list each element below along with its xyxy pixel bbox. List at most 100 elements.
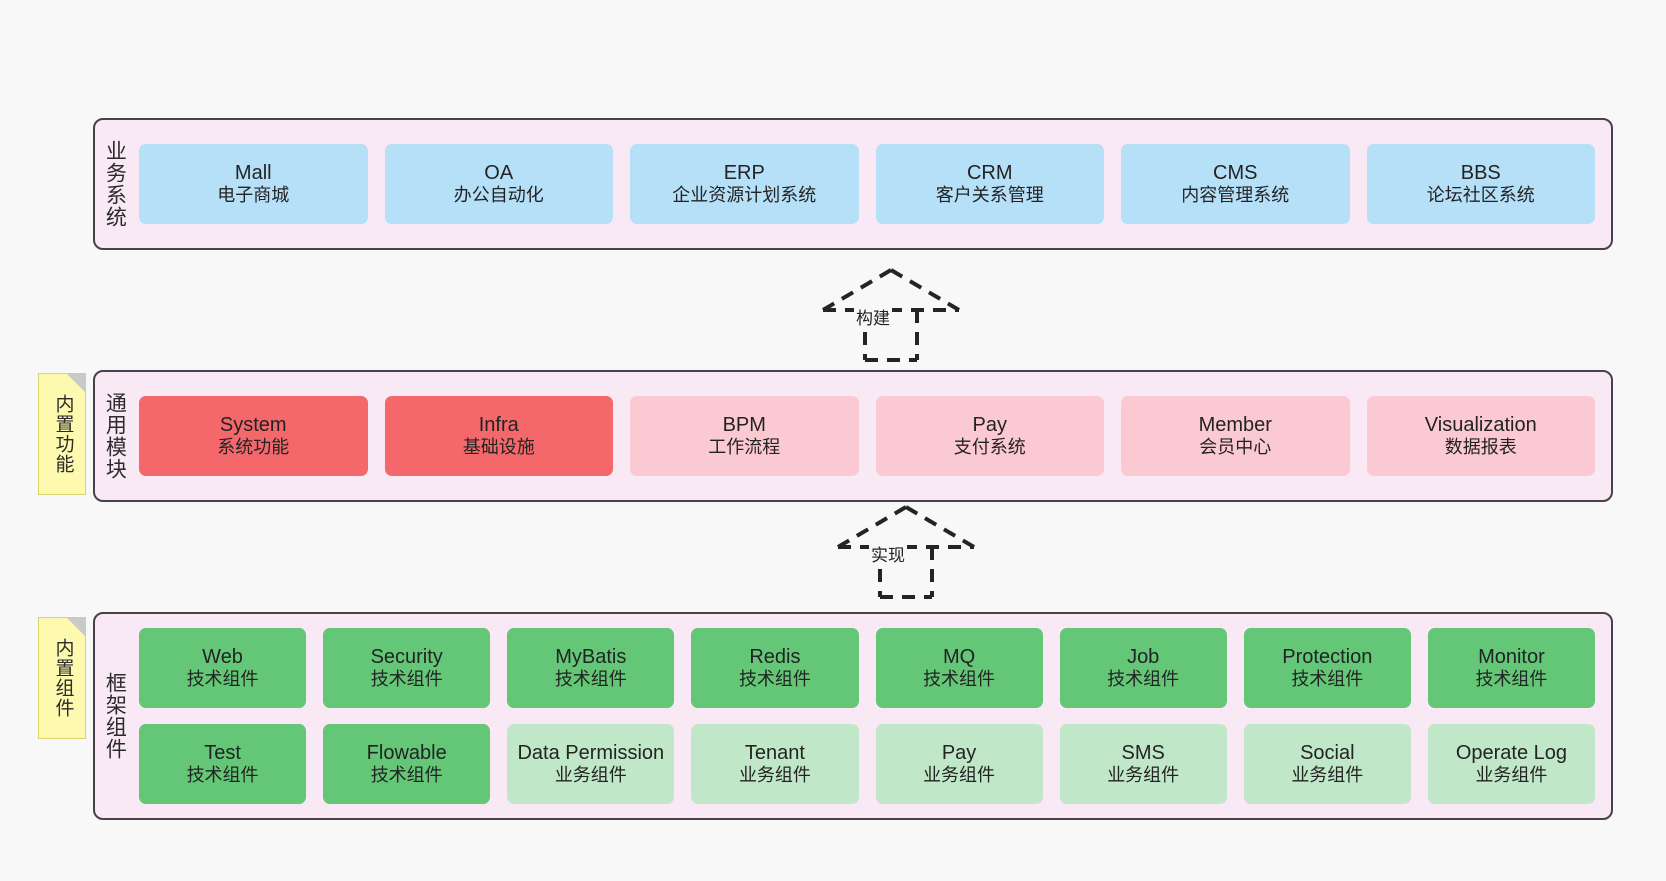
layer-business-systems: 业务系统 Mall 电子商城 OA 办公自动化 ERP 企业资源计划系统 CRM… — [93, 118, 1613, 250]
note-label: 内置组件 — [52, 638, 74, 718]
card-mybatis[interactable]: MyBatis 技术组件 — [507, 628, 675, 708]
card-title: Mall — [234, 161, 272, 184]
card-infra[interactable]: Infra 基础设施 — [384, 396, 613, 476]
card-tenant[interactable]: Tenant 业务组件 — [691, 724, 859, 804]
card-social[interactable]: Social 业务组件 — [1243, 724, 1411, 804]
card-test[interactable]: Test 技术组件 — [139, 724, 307, 804]
card-subtitle: 企业资源计划系统 — [672, 185, 817, 206]
card-title: BPM — [722, 413, 766, 436]
card-title: Pay — [972, 413, 1007, 436]
card-subtitle: 内容管理系统 — [1181, 185, 1290, 206]
card-subtitle: 基础设施 — [462, 437, 535, 458]
card-subtitle: 业务组件 — [554, 765, 627, 786]
card-title: Operate Log — [1455, 741, 1568, 764]
note-fold-icon — [67, 374, 85, 392]
card-subtitle: 业务组件 — [923, 765, 996, 786]
card-subtitle: 技术组件 — [1475, 669, 1548, 690]
card-title: MyBatis — [555, 645, 627, 668]
card-title: ERP — [723, 161, 765, 184]
card-system[interactable]: System 系统功能 — [139, 396, 368, 476]
card-subtitle: 技术组件 — [554, 669, 627, 690]
card-cms[interactable]: CMS 内容管理系统 — [1121, 144, 1350, 224]
card-title: Infra — [478, 413, 519, 436]
card-subtitle: 技术组件 — [923, 669, 996, 690]
card-redis[interactable]: Redis 技术组件 — [691, 628, 859, 708]
card-web[interactable]: Web 技术组件 — [139, 628, 307, 708]
card-bbs[interactable]: BBS 论坛社区系统 — [1366, 144, 1595, 224]
note-fold-icon — [67, 618, 85, 636]
card-subtitle: 办公自动化 — [453, 185, 544, 206]
card-row: Mall 电子商城 OA 办公自动化 ERP 企业资源计划系统 CRM 客户关系… — [139, 144, 1595, 224]
card-sms[interactable]: SMS 业务组件 — [1059, 724, 1227, 804]
card-title: BBS — [1460, 161, 1501, 184]
card-bpm[interactable]: BPM 工作流程 — [630, 396, 859, 476]
card-title: Flowable — [366, 741, 447, 764]
card-title: CMS — [1213, 161, 1258, 184]
note-builtin-features: 内置功能 — [38, 373, 86, 495]
layer-framework-components: 框架组件 Web 技术组件 Security 技术组件 MyBatis 技术组件… — [93, 612, 1613, 820]
card-mall[interactable]: Mall 电子商城 — [139, 144, 368, 224]
card-visualization[interactable]: Visualization 数据报表 — [1366, 396, 1595, 476]
card-title: Security — [370, 645, 443, 668]
layer-body-framework-components: Web 技术组件 Security 技术组件 MyBatis 技术组件 Redi… — [133, 614, 1611, 818]
card-subtitle: 技术组件 — [186, 669, 259, 690]
card-protection[interactable]: Protection 技术组件 — [1243, 628, 1411, 708]
card-operate-log[interactable]: Operate Log 业务组件 — [1427, 724, 1595, 804]
card-subtitle: 客户关系管理 — [935, 185, 1044, 206]
card-member[interactable]: Member 会员中心 — [1121, 396, 1350, 476]
layer-title-framework-components: 框架组件 — [103, 672, 127, 760]
card-title: MQ — [942, 645, 976, 668]
card-crm[interactable]: CRM 客户关系管理 — [875, 144, 1104, 224]
card-subtitle: 业务组件 — [1475, 765, 1548, 786]
card-subtitle: 技术组件 — [370, 765, 443, 786]
card-pay-module[interactable]: Pay 支付系统 — [875, 396, 1104, 476]
layer-title-common-modules: 通用模块 — [103, 392, 127, 480]
card-data-permission[interactable]: Data Permission 业务组件 — [507, 724, 675, 804]
card-subtitle: 系统功能 — [217, 437, 290, 458]
connector-label-build: 构建 — [854, 304, 892, 329]
card-job[interactable]: Job 技术组件 — [1059, 628, 1227, 708]
connector-build: 构建 — [803, 268, 961, 362]
card-title: System — [219, 413, 287, 436]
card-subtitle: 会员中心 — [1199, 437, 1272, 458]
card-subtitle: 技术组件 — [1107, 669, 1180, 690]
layer-title-business-systems: 业务系统 — [103, 140, 127, 228]
card-subtitle: 业务组件 — [1291, 765, 1364, 786]
layer-body-business-systems: Mall 电子商城 OA 办公自动化 ERP 企业资源计划系统 CRM 客户关系… — [133, 120, 1611, 248]
card-title: Monitor — [1478, 645, 1545, 668]
card-title: Redis — [749, 645, 801, 668]
card-subtitle: 技术组件 — [186, 765, 259, 786]
card-subtitle: 电子商城 — [217, 185, 290, 206]
card-title: OA — [484, 161, 514, 184]
card-subtitle: 技术组件 — [738, 669, 811, 690]
layer-common-modules: 通用模块 System 系统功能 Infra 基础设施 BPM 工作流程 Pay… — [93, 370, 1613, 502]
card-oa[interactable]: OA 办公自动化 — [384, 144, 613, 224]
note-builtin-components: 内置组件 — [38, 617, 86, 739]
card-security[interactable]: Security 技术组件 — [323, 628, 491, 708]
connector-implement: 实现 — [818, 505, 976, 599]
card-mq[interactable]: MQ 技术组件 — [875, 628, 1043, 708]
card-title: Job — [1127, 645, 1160, 668]
card-title: Visualization — [1424, 413, 1537, 436]
card-title: SMS — [1121, 741, 1165, 764]
card-title: Member — [1198, 413, 1272, 436]
card-monitor[interactable]: Monitor 技术组件 — [1427, 628, 1595, 708]
card-subtitle: 数据报表 — [1444, 437, 1517, 458]
card-subtitle: 工作流程 — [708, 437, 781, 458]
card-subtitle: 业务组件 — [738, 765, 811, 786]
note-label: 内置功能 — [52, 394, 74, 474]
card-row: Web 技术组件 Security 技术组件 MyBatis 技术组件 Redi… — [139, 628, 1595, 708]
card-flowable[interactable]: Flowable 技术组件 — [323, 724, 491, 804]
card-title: Test — [204, 741, 241, 764]
card-subtitle: 技术组件 — [1291, 669, 1364, 690]
card-title: Tenant — [744, 741, 805, 764]
card-pay-component[interactable]: Pay 业务组件 — [875, 724, 1043, 804]
connector-label-implement: 实现 — [869, 541, 907, 566]
card-title: Web — [202, 645, 243, 668]
card-title: Social — [1300, 741, 1355, 764]
card-title: Protection — [1282, 645, 1373, 668]
card-title: CRM — [966, 161, 1013, 184]
card-row: System 系统功能 Infra 基础设施 BPM 工作流程 Pay 支付系统… — [139, 396, 1595, 476]
card-erp[interactable]: ERP 企业资源计划系统 — [630, 144, 859, 224]
